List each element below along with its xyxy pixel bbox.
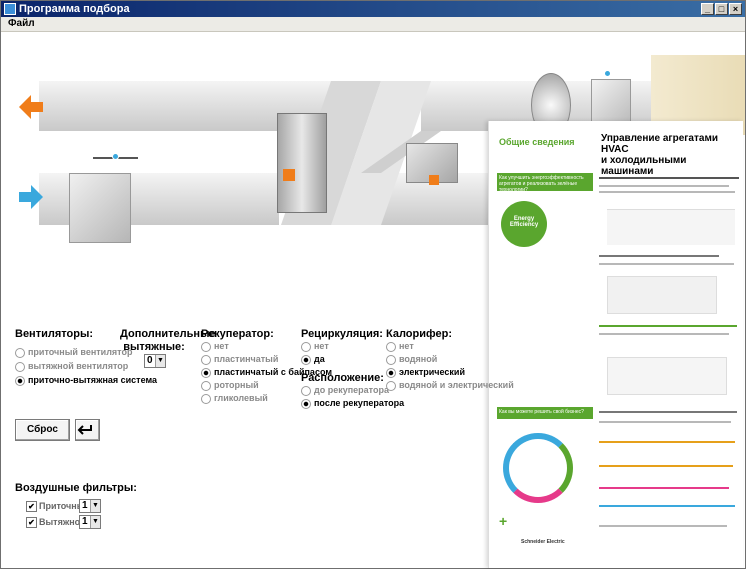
minimize-button[interactable]: _ [701, 3, 714, 15]
fans-title: Вентиляторы: [15, 328, 93, 340]
brochure-text-line [599, 325, 737, 327]
exhaust-filter-select[interactable]: 1 ▼ [79, 515, 101, 529]
radio-location-before[interactable]: до рекуператора [301, 385, 389, 396]
radio-heater-electric[interactable]: электрический [386, 367, 465, 378]
radio-recuperator-none[interactable]: нет [201, 341, 229, 352]
brochure-cycle-diagram [503, 433, 573, 503]
brochure-text-line [599, 505, 735, 507]
energy-efficiency-badge: Energy Efficiency [501, 201, 547, 247]
brochure-icons-row [607, 209, 735, 245]
exhaust-filter-value: 1 [82, 516, 88, 527]
recuperator-unit [277, 113, 327, 213]
radio-heater-water[interactable]: водяной [386, 354, 437, 365]
plus-icon: + [499, 513, 508, 529]
brochure-text-line [599, 411, 737, 413]
extra-exhaust-title-line1: Дополнительные [120, 328, 216, 340]
reset-button[interactable]: Сброс [15, 419, 70, 441]
brochure-text-line [599, 421, 731, 423]
menu-file[interactable]: Файл [8, 18, 35, 29]
recuperator-title: Рекуператор: [201, 328, 274, 340]
brochure-text-line [599, 487, 729, 489]
brochure-text-line [599, 525, 727, 527]
radio-supply-fan[interactable]: приточный вентилятор [15, 347, 132, 358]
brochure-text-line [599, 185, 729, 187]
extra-exhaust-select[interactable]: 0 ▼ [144, 354, 166, 368]
radio-heater-none[interactable]: нет [386, 341, 414, 352]
brochure-header-right-line1: Управление агрегатами HVAC [601, 133, 719, 155]
menu-bar: Файл [1, 17, 745, 32]
brochure-footer-brand: Schneider Electric [521, 539, 565, 545]
location-title: Расположение: [301, 372, 384, 384]
brochure-green-box-bottom: Как вы можете решить свой бизнес? [497, 407, 593, 419]
radio-recuperator-plate-bypass[interactable]: пластинчатый с байпасом [201, 367, 332, 378]
radio-recirculation-no[interactable]: нет [301, 341, 329, 352]
badge-line1: Energy [513, 216, 535, 222]
radio-exhaust-fan[interactable]: вытяжной вентилятор [15, 361, 128, 372]
supply-filter-value: 1 [82, 500, 88, 511]
brochure-images [607, 357, 727, 395]
extra-exhaust-value: 0 [147, 355, 153, 366]
brochure-header-left: Общие сведения [499, 137, 575, 147]
exhaust-arrow-icon [19, 95, 43, 119]
brochure-text-line [599, 191, 735, 193]
radio-recuperator-rotary[interactable]: роторный [201, 380, 259, 391]
badge-line2: Efficiency [509, 222, 539, 228]
title-bar: Программа подбора _ □ × [1, 1, 745, 17]
recirculation-title: Рециркуляция: [301, 328, 383, 340]
supply-filter-select[interactable]: 1 ▼ [79, 499, 101, 513]
supply-fan-indicator-icon [112, 153, 119, 160]
extra-exhaust-title-line2: вытяжные: [123, 341, 185, 353]
brochure-text-line [599, 263, 734, 265]
brochure-header-right: Управление агрегатами HVAC и холодильным… [601, 133, 741, 177]
radio-recuperator-glycol[interactable]: гликолевый [201, 393, 268, 404]
brochure-text-line [599, 177, 739, 179]
supply-fan-unit [69, 173, 131, 243]
chevron-down-icon[interactable]: ▼ [90, 500, 100, 512]
brochure-text-line [599, 255, 719, 257]
maximize-button[interactable]: □ [715, 3, 728, 15]
radio-supply-exhaust-system[interactable]: приточно-вытяжная система [15, 375, 157, 386]
brochure-text-line [599, 333, 729, 335]
undo-arrow-icon [77, 425, 92, 435]
radio-location-after[interactable]: после рекуператора [301, 398, 404, 409]
supply-arrow-icon [19, 185, 43, 209]
filters-title: Воздушные фильтры: [15, 482, 137, 494]
exhaust-filter-indicator-icon [604, 70, 611, 77]
back-button[interactable] [75, 419, 100, 441]
damper-actuator-icon [429, 175, 439, 185]
radio-heater-water-electric[interactable]: водяной и электрический [386, 380, 514, 391]
close-button[interactable]: × [729, 3, 742, 15]
app-icon [4, 3, 16, 15]
brochure-text-line [599, 441, 735, 443]
chevron-down-icon[interactable]: ▼ [90, 516, 100, 528]
supply-filter-checkbox[interactable]: Приточный: [26, 501, 93, 512]
radio-recirculation-yes[interactable]: да [301, 354, 325, 365]
heater-title: Калорифер: [386, 328, 452, 340]
hvac-scheme [1, 33, 745, 308]
brochure-text-line [599, 465, 733, 467]
brochure-diagram [607, 276, 717, 314]
extra-exhaust-title: Дополнительные вытяжные: [120, 328, 216, 354]
brochure-page: Общие сведения Управление агрегатами HVA… [488, 121, 743, 568]
chevron-down-icon[interactable]: ▼ [155, 355, 165, 367]
brochure-green-box-top: Как улучшить энергоэффективность агрегат… [497, 173, 593, 193]
exhaust-filter-checkbox[interactable]: Вытяжной: [26, 517, 89, 528]
window-title: Программа подбора [19, 3, 130, 15]
radio-recuperator-plate[interactable]: пластинчатый [201, 354, 278, 365]
brochure-header-right-line2: и холодильными машинами [601, 155, 687, 177]
bypass-actuator-icon [283, 169, 295, 181]
